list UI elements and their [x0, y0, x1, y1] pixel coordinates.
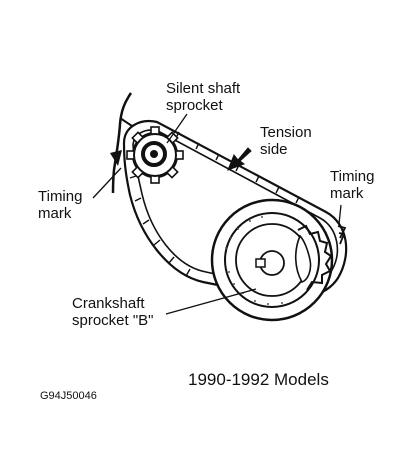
crank-teeth-right [297, 224, 333, 291]
label-line: sprocket "B" [72, 312, 154, 329]
label-line: Silent shaft [166, 80, 241, 97]
tension-arrow [227, 147, 252, 171]
label-line: Timing [38, 188, 83, 205]
label-line: Crankshaft [72, 295, 145, 312]
crank-sprocket-ring [224, 212, 320, 308]
crankshaft-sprocket-label: Crankshaft sprocket "B" [72, 295, 154, 329]
label-line: sprocket [166, 97, 223, 114]
label-line: side [260, 141, 288, 158]
engine-bracket-tab [119, 117, 133, 127]
label-line: mark [330, 185, 364, 202]
crank-cutaway [294, 234, 312, 283]
crank-keyway [255, 258, 266, 268]
label-line: Tension [260, 124, 312, 141]
silent-sprocket-rim [133, 133, 177, 177]
timing-pointer-right [337, 225, 347, 245]
silent-sprocket-bore [150, 150, 158, 158]
figure-code: G94J50046 [40, 390, 97, 402]
label-line: mark [38, 205, 72, 222]
models-caption: 1990-1992 Models [188, 370, 329, 389]
timing-pointer-left [110, 150, 122, 166]
label-line: Timing [330, 168, 375, 185]
silent-shaft-sprocket-label: Silent shaft sprocket [166, 80, 240, 114]
timing-mark-right-label: Timing mark [330, 168, 374, 202]
tension-side-label: Tension side [260, 124, 312, 158]
belt-teeth [129, 131, 300, 277]
engine-bracket [111, 92, 133, 194]
crank-sprocket-outer [210, 198, 334, 322]
leader-lines [92, 113, 342, 315]
timing-mark-left-label: Timing mark [38, 188, 82, 222]
